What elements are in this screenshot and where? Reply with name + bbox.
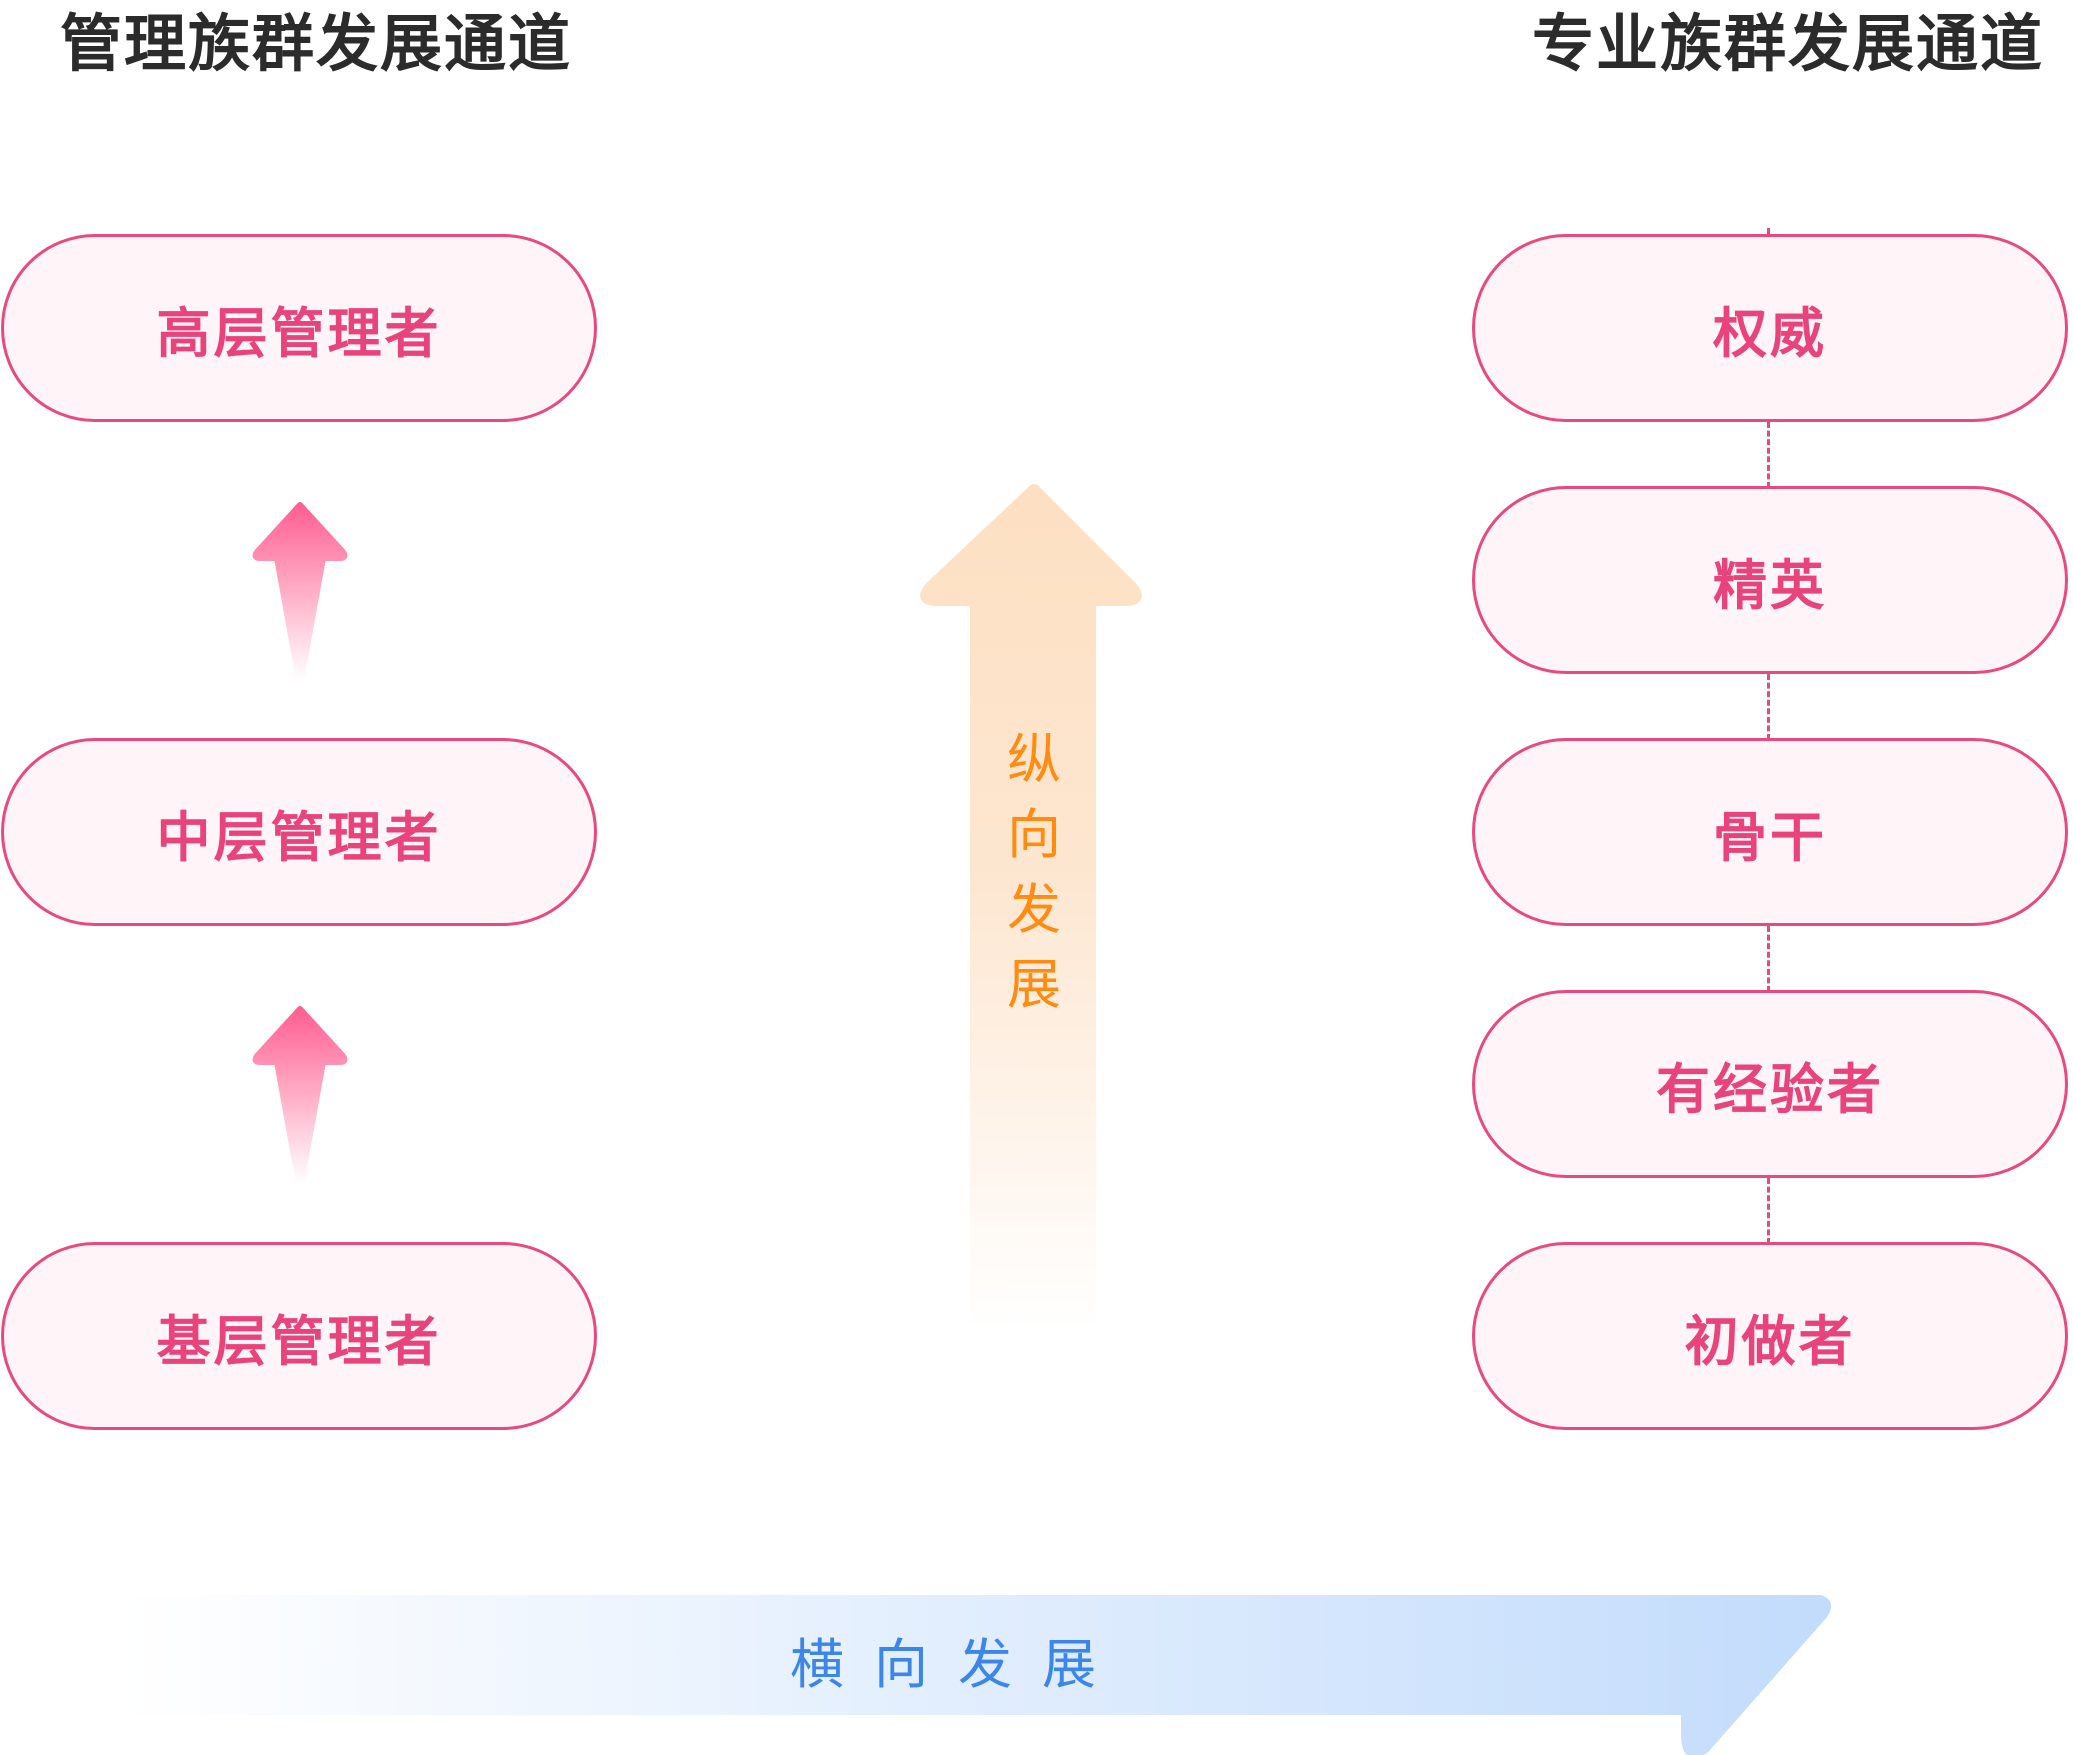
connector-line bbox=[1767, 926, 1770, 992]
vertical-arrow bbox=[920, 484, 1142, 1336]
professional-level-authority: 权威 bbox=[1472, 234, 2068, 422]
horizontal-development-label: 横向发展 bbox=[790, 1633, 1126, 1696]
vertical-char: 发 bbox=[1007, 878, 1061, 941]
up-arrow-top bbox=[252, 502, 348, 683]
level-label: 基层管理者 bbox=[156, 1309, 442, 1373]
professional-channel-title: 专业族群发展通道 bbox=[1532, 7, 2045, 80]
level-label: 初做者 bbox=[1684, 1309, 1856, 1373]
up-arrow-bottom bbox=[252, 1006, 348, 1187]
professional-level-backbone: 骨干 bbox=[1472, 738, 2068, 926]
connector-line bbox=[1767, 674, 1770, 740]
management-level-senior: 高层管理者 bbox=[1, 234, 597, 422]
level-label: 精英 bbox=[1713, 553, 1827, 617]
management-level-middle: 中层管理者 bbox=[1, 738, 597, 926]
connector-line bbox=[1767, 422, 1770, 488]
level-label: 骨干 bbox=[1713, 805, 1827, 869]
vertical-char: 展 bbox=[1007, 953, 1061, 1016]
level-label: 权威 bbox=[1713, 301, 1827, 365]
horizontal-arrow bbox=[117, 1595, 1832, 1755]
level-label: 中层管理者 bbox=[156, 805, 442, 869]
management-channel-title: 管理族群发展通道 bbox=[60, 7, 573, 80]
vertical-char: 向 bbox=[1007, 803, 1061, 866]
professional-level-elite: 精英 bbox=[1472, 486, 2068, 674]
level-label: 有经验者 bbox=[1656, 1057, 1884, 1121]
vertical-development-label: 纵 向 发 展 bbox=[1003, 722, 1065, 1022]
connector-line bbox=[1767, 1178, 1770, 1244]
professional-level-beginner: 初做者 bbox=[1472, 1242, 2068, 1430]
vertical-char: 纵 bbox=[1007, 728, 1061, 791]
level-label: 高层管理者 bbox=[156, 301, 442, 365]
connector-line bbox=[1767, 228, 1770, 236]
management-level-basic: 基层管理者 bbox=[1, 1242, 597, 1430]
professional-level-experienced: 有经验者 bbox=[1472, 990, 2068, 1178]
